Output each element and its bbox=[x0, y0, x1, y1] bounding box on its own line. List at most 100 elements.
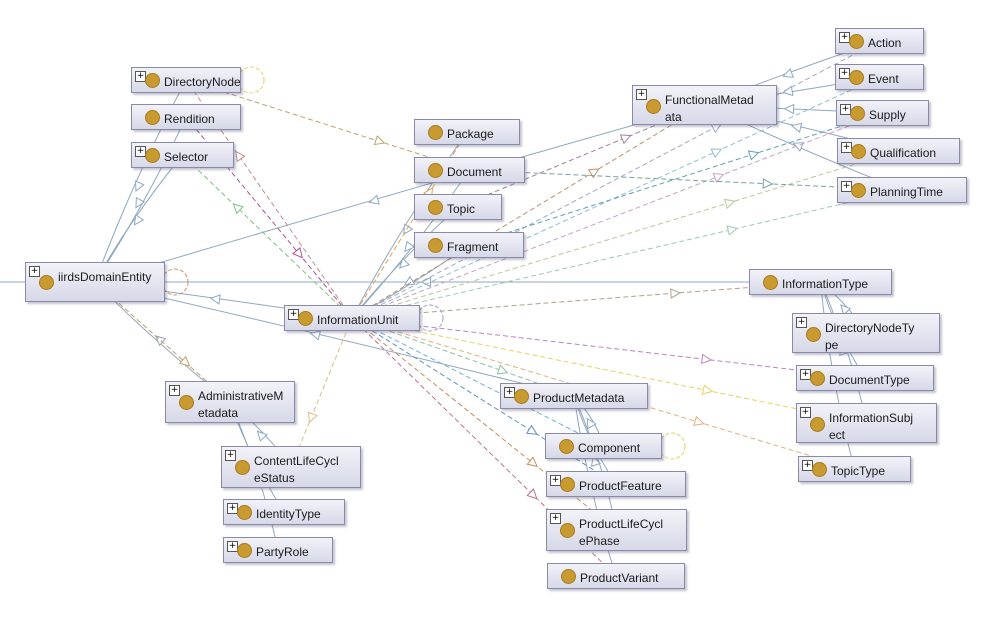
self-loop-edge bbox=[237, 66, 265, 94]
class-icon bbox=[235, 460, 250, 475]
property-edge bbox=[351, 317, 617, 531]
property-edge bbox=[185, 79, 470, 171]
class-label: Component bbox=[578, 441, 641, 455]
class-node-identitytype[interactable]: +IdentityType bbox=[223, 499, 345, 525]
property-arrowhead bbox=[747, 150, 760, 161]
subclass-arrowhead bbox=[790, 122, 803, 134]
class-icon bbox=[237, 543, 252, 558]
class-node-partyrole[interactable]: +PartyRole bbox=[223, 537, 333, 563]
subclass-edge bbox=[94, 281, 575, 397]
class-node-informationsubject[interactable]: +InformationSubj ect bbox=[796, 403, 937, 443]
class-icon bbox=[851, 144, 866, 159]
class-node-directorynodetype[interactable]: + DirectoryNodeTy pe bbox=[792, 313, 940, 353]
property-arrowhead bbox=[525, 424, 538, 435]
class-icon bbox=[39, 275, 54, 290]
subclass-arrowhead bbox=[133, 214, 145, 226]
subclass-arrowhead bbox=[209, 294, 221, 305]
subclass-edge bbox=[94, 104, 705, 283]
expand-icon[interactable]: + bbox=[796, 317, 807, 328]
class-label: Document bbox=[447, 165, 502, 179]
subclass-arrowhead bbox=[135, 180, 145, 193]
class-label: ProductMetadata bbox=[533, 391, 625, 405]
class-icon bbox=[810, 417, 825, 432]
class-node-documenttype[interactable]: +DocumentType bbox=[796, 365, 934, 391]
class-icon bbox=[428, 125, 443, 140]
class-label: AdministrativeM etadata bbox=[198, 389, 284, 420]
class-node-topictype[interactable]: +TopicType bbox=[798, 456, 911, 482]
property-edge bbox=[468, 112, 883, 246]
property-arrowhead bbox=[670, 288, 682, 299]
subclass-arrowhead bbox=[840, 304, 852, 316]
class-node-iirdsdomainentity[interactable]: +iirdsDomainEntity bbox=[25, 262, 165, 302]
class-node-selector[interactable]: +Selector bbox=[131, 142, 234, 168]
property-edge bbox=[94, 281, 231, 403]
class-label: Action bbox=[868, 36, 902, 50]
property-edge bbox=[351, 317, 866, 379]
class-node-productvariant[interactable]: ProductVariant bbox=[547, 563, 685, 589]
expand-icon[interactable]: + bbox=[800, 407, 811, 418]
property-arrowhead bbox=[723, 198, 736, 209]
class-icon bbox=[145, 110, 160, 125]
class-node-contentlifecyclestatus[interactable]: +ContentLifeCycl eStatus bbox=[221, 446, 361, 488]
class-label: TopicType bbox=[831, 464, 886, 478]
class-node-action[interactable]: +Action bbox=[835, 28, 924, 54]
class-icon bbox=[514, 389, 529, 404]
class-node-fragment[interactable]: Fragment bbox=[414, 232, 524, 258]
property-edge bbox=[182, 154, 353, 319]
property-arrowhead bbox=[232, 203, 244, 215]
class-icon bbox=[237, 505, 252, 520]
class-node-directorynode[interactable]: +DirectoryNode bbox=[131, 67, 241, 93]
class-label: IdentityType bbox=[256, 507, 321, 521]
class-node-informationtype[interactable]: InformationType bbox=[749, 269, 892, 295]
expand-icon[interactable]: + bbox=[550, 513, 561, 524]
self-loop-edge bbox=[416, 304, 444, 332]
class-label: Qualification bbox=[870, 146, 937, 160]
class-node-functionalmetadata[interactable]: +FunctionalMetad ata bbox=[632, 85, 777, 125]
property-arrowhead bbox=[307, 411, 318, 424]
property-edge bbox=[351, 317, 604, 447]
class-node-topic[interactable]: Topic bbox=[414, 194, 502, 220]
class-icon bbox=[145, 73, 160, 88]
property-edge bbox=[351, 40, 880, 319]
property-arrowhead bbox=[701, 353, 713, 365]
class-label: PartyRole bbox=[256, 545, 309, 559]
property-arrowhead bbox=[235, 150, 246, 163]
property-arrowhead bbox=[292, 246, 303, 259]
property-edge bbox=[290, 317, 353, 468]
class-label: DirectoryNodeTy pe bbox=[825, 321, 915, 352]
class-node-productfeature[interactable]: +ProductFeature bbox=[546, 471, 686, 497]
expand-icon[interactable]: + bbox=[225, 450, 236, 461]
class-node-package[interactable]: Package bbox=[414, 119, 520, 145]
class-icon bbox=[849, 34, 864, 49]
class-node-planningtime[interactable]: +PlanningTime bbox=[837, 177, 967, 203]
expand-icon[interactable]: + bbox=[636, 89, 647, 100]
class-label: PlanningTime bbox=[870, 185, 943, 199]
class-node-productlifecyclephase[interactable]: +ProductLifeCycl ePhase bbox=[546, 509, 687, 551]
expand-icon[interactable]: + bbox=[29, 266, 40, 277]
property-arrowhead bbox=[712, 172, 725, 183]
class-label: DocumentType bbox=[829, 373, 910, 387]
property-arrowhead bbox=[710, 123, 723, 134]
class-node-informationunit[interactable]: +InformationUnit bbox=[284, 305, 420, 331]
class-label: Supply bbox=[869, 108, 906, 122]
class-node-event[interactable]: +Event bbox=[835, 64, 924, 90]
property-arrowhead bbox=[526, 488, 538, 500]
class-icon bbox=[763, 275, 778, 290]
class-node-rendition[interactable]: Rendition bbox=[131, 104, 241, 130]
subclass-arrowhead bbox=[586, 417, 597, 430]
class-node-productmetadata[interactable]: +ProductMetadata bbox=[500, 383, 648, 409]
subclass-arrowhead bbox=[783, 103, 795, 115]
class-icon bbox=[850, 106, 865, 121]
property-edge bbox=[351, 76, 880, 319]
class-node-document[interactable]: Document bbox=[414, 157, 525, 183]
property-arrowhead bbox=[587, 168, 600, 179]
expand-icon[interactable]: + bbox=[169, 385, 180, 396]
class-node-component[interactable]: Component bbox=[545, 433, 662, 459]
property-edge bbox=[351, 150, 899, 319]
class-node-administrativemetadata[interactable]: + AdministrativeM etadata bbox=[165, 381, 295, 423]
class-node-qualification[interactable]: +Qualification bbox=[837, 138, 960, 164]
subclass-arrowhead bbox=[256, 430, 268, 442]
class-node-supply[interactable]: +Supply bbox=[836, 100, 929, 126]
